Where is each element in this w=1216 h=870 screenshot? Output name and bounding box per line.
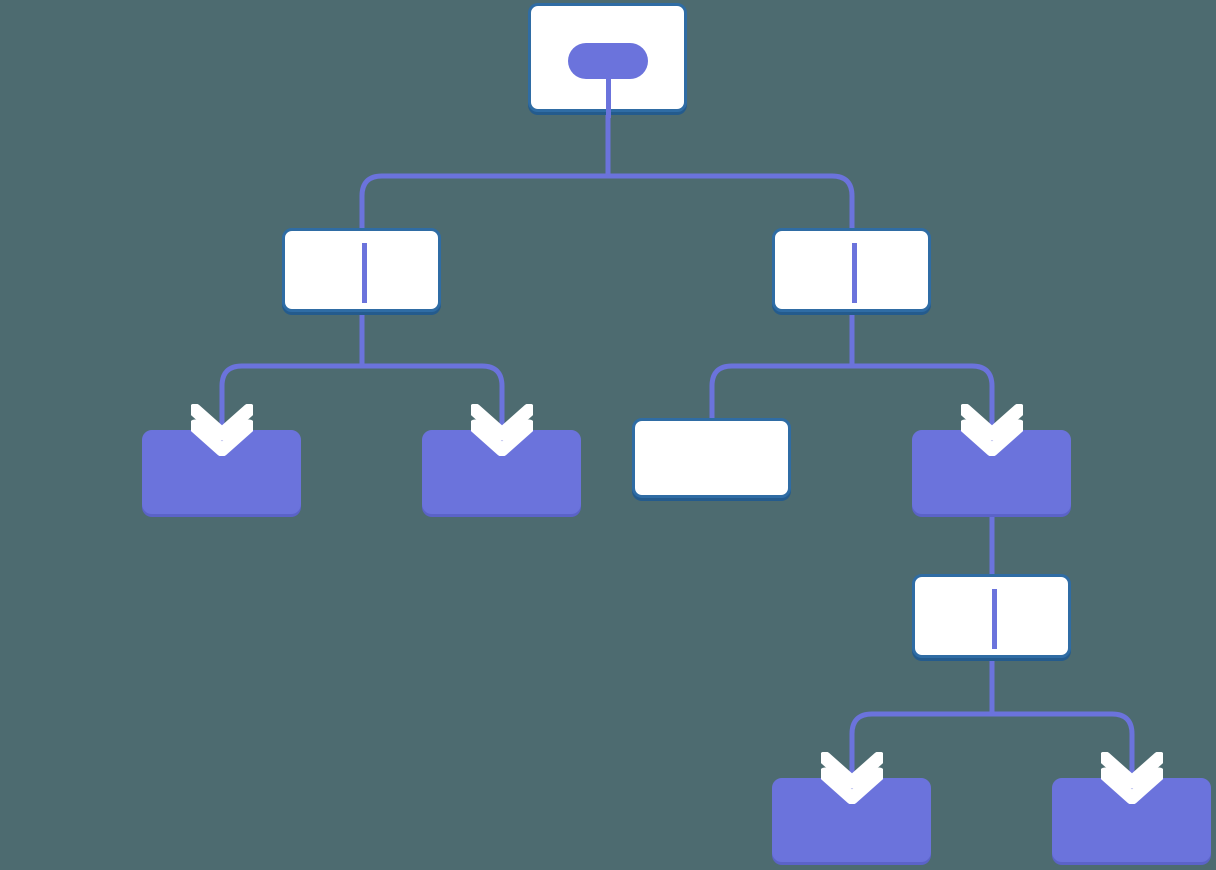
connector-n0-n2: [605, 112, 855, 228]
root-through-line: [606, 61, 611, 118]
node-leaf-2[interactable]: [422, 430, 581, 514]
branch-left-through-line: [362, 243, 367, 303]
node-branch-right-card[interactable]: [772, 228, 931, 312]
connector-n1-n3: [219, 312, 365, 430]
connector-n7-n9: [989, 658, 1135, 778]
connector-n2-n6: [849, 312, 995, 430]
connector-n1-n4: [359, 312, 505, 430]
connector-n2-n5: [709, 312, 855, 418]
sub-branch-through-line: [992, 589, 997, 649]
node-leaf-5[interactable]: [1052, 778, 1211, 862]
node-root-card[interactable]: [528, 3, 687, 118]
node-branch-left-card[interactable]: [282, 228, 441, 312]
connector-n0-n1: [359, 112, 611, 228]
node-empty-card[interactable]: [632, 418, 791, 498]
node-sub-branch-card[interactable]: [912, 574, 1071, 658]
connector-n7-n8: [849, 658, 995, 778]
node-leaf-4[interactable]: [772, 778, 931, 862]
branch-right-through-line: [852, 243, 857, 303]
node-leaf-3[interactable]: [912, 430, 1071, 514]
node-leaf-1[interactable]: [142, 430, 301, 514]
